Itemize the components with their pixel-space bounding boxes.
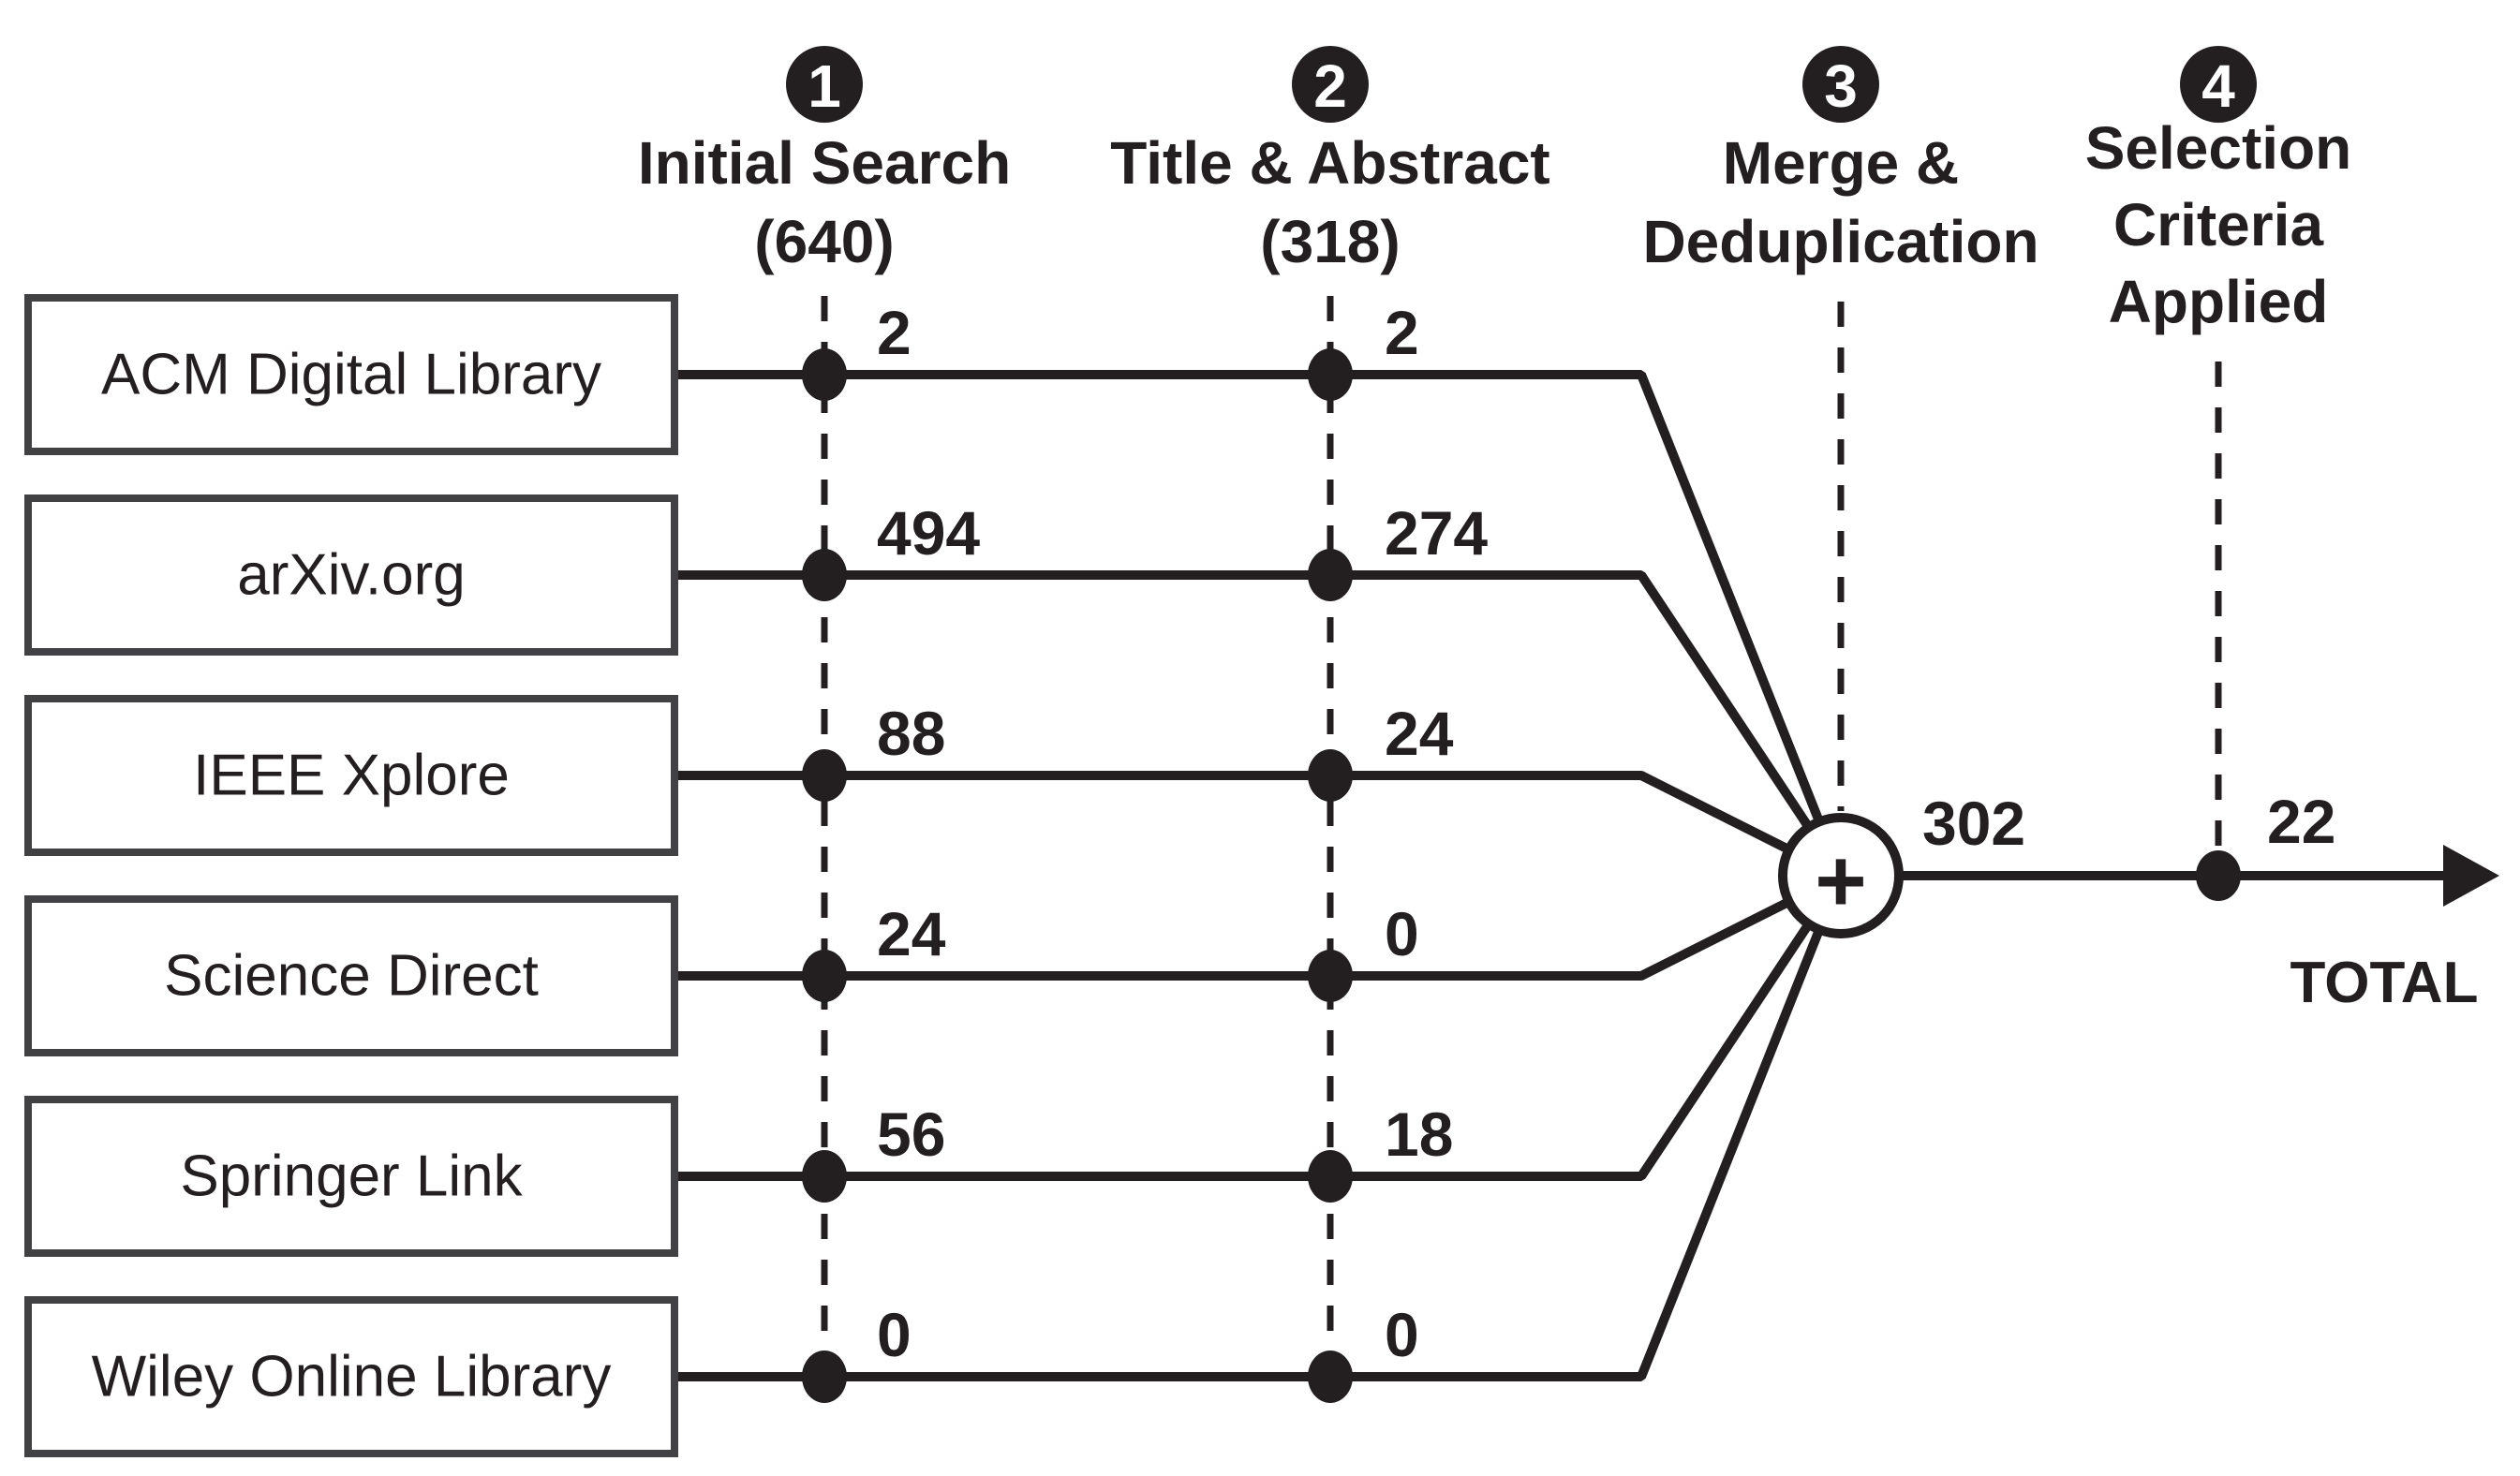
dot-ieee-stage1 [802, 749, 847, 802]
source-box-ieee: IEEE Xplore [24, 695, 678, 856]
source-label: Springer Link [180, 1144, 523, 1209]
source-boxes: ACM Digital Library arXiv.org IEEE Xplor… [24, 294, 678, 1457]
source-label: IEEE Xplore [193, 744, 510, 808]
flow-line-ieee [674, 771, 1844, 880]
stage-3-title: Merge & [1723, 129, 1960, 197]
flow-line-wiley [674, 874, 1846, 1381]
source-label: Wiley Online Library [92, 1345, 612, 1410]
source-box-rect [24, 494, 678, 656]
source-label: ACM Digital Library [101, 343, 601, 407]
stage-4-title-line2: Criteria [2113, 191, 2324, 258]
stage-1-counts: 2 494 88 24 56 0 [877, 298, 980, 1369]
count-sciencedirect-stage2: 0 [1385, 899, 1419, 968]
source-box-wiley: Wiley Online Library [24, 1296, 678, 1457]
flow-line-arxiv [674, 570, 1846, 878]
source-box-rect [24, 695, 678, 856]
source-box-rect [24, 1096, 678, 1257]
stage-header-3: 3 Merge & Deduplication [1642, 46, 2039, 275]
dot-wiley-stage2 [1308, 1351, 1353, 1403]
stage-1-title: Initial Search [638, 129, 1011, 197]
stage-4-title-line1: Selection [2085, 114, 2352, 182]
stage-header-1: 1 Initial Search (640) [638, 46, 1011, 275]
source-box-rect [24, 1296, 678, 1457]
dot-wiley-stage1 [802, 1351, 847, 1403]
count-acm-stage2: 2 [1385, 298, 1419, 367]
count-ieee-stage2: 24 [1385, 699, 1454, 768]
arrow-right-icon [2443, 845, 2499, 907]
data-point-dots [802, 348, 1353, 1403]
stage-2-badge-number: 2 [1313, 52, 1347, 120]
total-label: TOTAL [2290, 951, 2479, 1015]
dot-acm-stage1 [802, 348, 847, 401]
count-arxiv-stage2: 274 [1385, 498, 1488, 568]
count-springer-stage2: 18 [1385, 1100, 1453, 1169]
stage-3-badge-number: 3 [1824, 52, 1858, 120]
stage-2-title: Title & Abstract [1110, 129, 1549, 197]
dot-springer-stage1 [802, 1150, 847, 1203]
source-label: Science Direct [164, 944, 539, 1009]
selection-result-count: 22 [2267, 787, 2335, 856]
stage-3-subtitle: Deduplication [1642, 208, 2038, 275]
dot-acm-stage2 [1308, 348, 1353, 401]
count-sciencedirect-stage1: 24 [877, 899, 946, 968]
stage-header-2: 2 Title & Abstract (318) [1110, 46, 1550, 275]
stage-4-title-line3: Applied [2109, 268, 2329, 335]
stage-1-badge-number: 1 [808, 52, 841, 120]
stage-2-badge-icon [1292, 46, 1369, 123]
dot-arxiv-stage1 [802, 549, 847, 601]
merge-result-count: 302 [1922, 789, 2025, 858]
stage-2-counts: 2 274 24 0 18 0 [1385, 298, 1488, 1369]
source-box-rect [24, 895, 678, 1056]
stage-3-badge-icon [1802, 46, 1879, 123]
stage-4-badge-number: 4 [2201, 52, 2235, 120]
dot-ieee-stage2 [1308, 749, 1353, 802]
dot-springer-stage2 [1308, 1150, 1353, 1203]
flow-line-springer [674, 873, 1846, 1181]
merge-and-output: + 302 22 TOTAL [1778, 787, 2499, 1015]
merge-node [1778, 813, 1904, 938]
source-box-arxiv: arXiv.org [24, 494, 678, 656]
source-label: arXiv.org [237, 543, 466, 608]
source-box-sciencedirect: Science Direct [24, 895, 678, 1056]
stage-4-badge-icon [2180, 46, 2257, 123]
flow-line-sciencedirect [674, 871, 1844, 981]
stage-2-subtitle: (318) [1260, 208, 1400, 275]
stage-header-4: 4 Selection Criteria Applied [2085, 46, 2352, 335]
dot-arxiv-stage2 [1308, 549, 1353, 601]
flow-line-acm [674, 370, 1846, 878]
source-flow-lines [674, 370, 1846, 1381]
stage-headers: 1 Initial Search (640) 2 Title & Abstrac… [638, 46, 2351, 335]
dot-sciencedirect-stage1 [802, 950, 847, 1002]
count-arxiv-stage1: 494 [877, 498, 980, 568]
dot-sciencedirect-stage2 [1308, 950, 1353, 1002]
source-box-acm: ACM Digital Library [24, 294, 678, 455]
count-springer-stage1: 56 [877, 1100, 945, 1169]
source-box-rect [24, 294, 678, 455]
stage-1-subtitle: (640) [754, 208, 894, 275]
count-acm-stage1: 2 [877, 298, 912, 367]
plus-icon: + [1815, 832, 1866, 931]
count-ieee-stage1: 88 [877, 699, 945, 768]
count-wiley-stage2: 0 [1385, 1300, 1419, 1369]
source-box-springer: Springer Link [24, 1096, 678, 1257]
count-wiley-stage1: 0 [877, 1300, 912, 1369]
stage-guides [821, 296, 2222, 1375]
stage-1-badge-icon [786, 46, 863, 123]
dot-stage4-total [2196, 850, 2241, 901]
